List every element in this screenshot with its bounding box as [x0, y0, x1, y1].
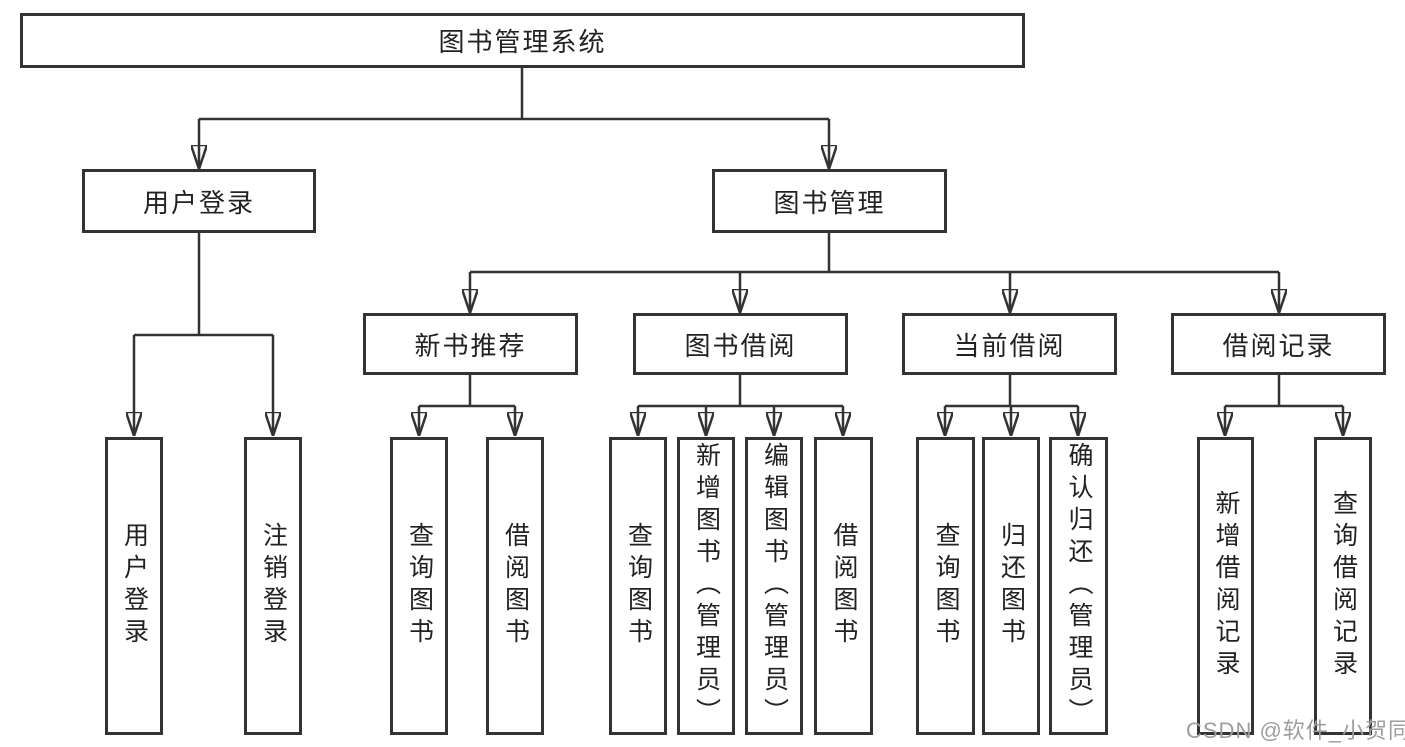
node-label: 用户登录	[142, 187, 255, 218]
connector-bookmgmt-rail	[470, 233, 1279, 274]
leaf-query-books-2: 查询图书	[609, 437, 667, 735]
node-label: 查询图书	[624, 522, 653, 650]
node-new-book-recommend: 新书推荐	[363, 313, 578, 375]
node-label: 用户登录	[120, 522, 149, 650]
leaf-add-borrow-record: 新增借阅记录	[1197, 437, 1254, 735]
node-borrow-records: 借阅记录	[1171, 313, 1386, 375]
node-current-borrow: 当前借阅	[902, 313, 1117, 375]
node-label: 查询图书	[932, 522, 960, 650]
connector-root-to-level2	[199, 68, 829, 121]
leaf-logout: 注销登录	[244, 437, 302, 735]
connector-current-rail	[945, 375, 1078, 408]
node-label: 查询图书	[405, 522, 434, 650]
leaf-borrow-books-1: 借阅图书	[486, 437, 544, 735]
node-label: 新增图书（管理员）	[692, 442, 721, 730]
node-label: 归还图书	[997, 522, 1026, 650]
leaf-return-books: 归还图书	[982, 437, 1040, 735]
node-label: 注销登录	[259, 522, 288, 650]
node-label: 新增借阅记录	[1212, 490, 1240, 682]
node-label: 借阅图书	[830, 522, 858, 650]
leaf-add-books-admin: 新增图书（管理员）	[677, 437, 735, 735]
leaf-query-borrow-record: 查询借阅记录	[1314, 437, 1372, 735]
watermark: CSDN @软件_小贺同学	[1186, 718, 1405, 743]
leaf-edit-books-admin: 编辑图书（管理员）	[745, 437, 803, 735]
node-book-borrow: 图书借阅	[633, 313, 848, 375]
node-label: 确认归还（管理员）	[1065, 442, 1093, 730]
connector-borrow-rail	[638, 375, 843, 408]
node-label: 借阅图书	[501, 522, 530, 650]
node-root-system: 图书管理系统	[20, 13, 1025, 68]
node-book-management-branch: 图书管理	[712, 169, 947, 233]
node-label: 图书管理系统	[438, 27, 607, 57]
node-label: 借阅记录	[1222, 330, 1335, 361]
connector-newbook-rail	[419, 375, 515, 408]
leaf-borrow-books-2: 借阅图书	[814, 437, 873, 735]
leaf-user-login: 用户登录	[105, 437, 163, 735]
node-label: 图书管理	[773, 187, 886, 218]
node-label: 新书推荐	[414, 330, 527, 361]
node-label: 当前借阅	[953, 330, 1066, 361]
connector-records-rail	[1225, 375, 1343, 408]
leaf-confirm-return-admin: 确认归还（管理员）	[1049, 437, 1108, 735]
leaf-query-books-3: 查询图书	[916, 437, 975, 735]
node-label: 查询借阅记录	[1329, 490, 1358, 682]
node-label: 图书借阅	[684, 330, 797, 361]
node-user-login-branch: 用户登录	[82, 169, 316, 233]
connector-userlogin-rail	[134, 233, 273, 337]
leaf-query-books-1: 查询图书	[390, 437, 448, 735]
node-label: 编辑图书（管理员）	[760, 442, 789, 730]
